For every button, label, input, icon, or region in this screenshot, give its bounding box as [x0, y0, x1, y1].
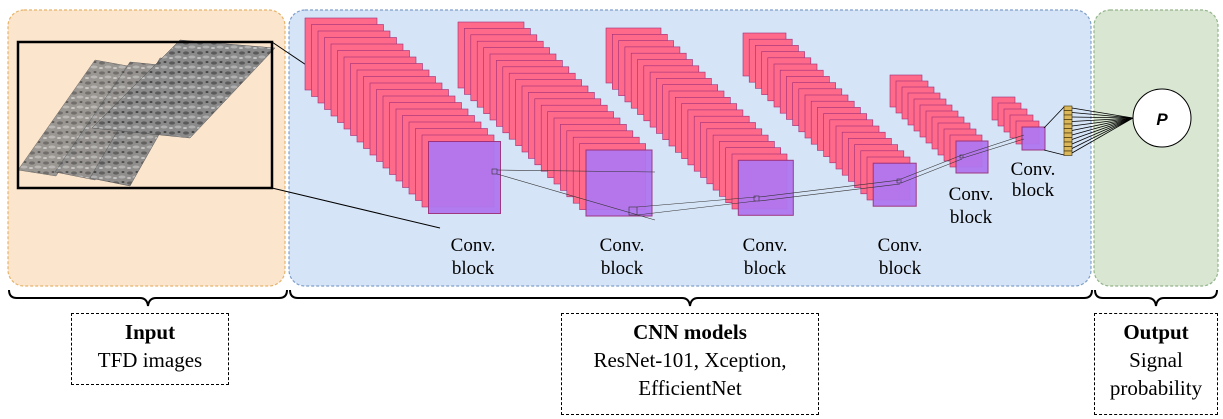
feature-map-front	[955, 140, 989, 174]
feature-map-stack	[991, 96, 1046, 151]
connection-line	[900, 158, 963, 184]
conv-block-label-line2: block	[744, 258, 787, 279]
connection-line	[962, 134, 1025, 156]
connection-line	[1043, 106, 1065, 129]
cnn-caption-title: CNN models	[633, 320, 747, 344]
output-bracket	[1094, 289, 1218, 307]
connection-line	[758, 183, 901, 202]
conv-block-label-line2: block	[879, 258, 922, 279]
output-connection	[1071, 117, 1134, 140]
output-connection	[1071, 107, 1134, 119]
receptive-field-square	[628, 206, 638, 216]
fc-unit	[1063, 114, 1073, 120]
fc-unit	[1063, 141, 1073, 147]
input-selection-box	[16, 40, 274, 190]
feature-map-stack	[457, 21, 653, 217]
output-node-label: P	[1156, 110, 1168, 129]
output-connections	[1071, 107, 1134, 154]
conv-block-label: Conv. block	[743, 235, 788, 279]
output-connection	[1071, 117, 1134, 136]
tfd-image-4	[91, 39, 276, 139]
input-bracket	[8, 289, 288, 307]
input-projection-line	[271, 187, 441, 229]
connection-lines	[491, 134, 1025, 221]
output-node	[1132, 88, 1192, 148]
output-connection	[1071, 112, 1134, 119]
connection-line	[900, 154, 963, 180]
feature-map-stack	[605, 27, 794, 216]
fc-unit	[1063, 128, 1073, 134]
conv-block-label-line1: Conv.	[451, 235, 496, 256]
input-caption-text: TFD images	[97, 348, 203, 372]
feature-map-stacks	[304, 17, 1046, 217]
feature-map-front	[428, 141, 501, 214]
section-brackets	[8, 289, 1218, 307]
cnn-bracket	[289, 289, 1093, 307]
input-caption: Input TFD images	[71, 313, 229, 385]
output-caption: Output Signal probability	[1094, 313, 1218, 415]
output-connection	[1071, 117, 1134, 154]
output-connection	[1071, 117, 1134, 127]
feature-map-stack	[889, 74, 989, 174]
feature-map-front	[737, 159, 794, 216]
conv-block-label: Conv. block	[878, 235, 923, 279]
conv-block-label: Conv. block	[1011, 159, 1056, 201]
connection-line	[636, 196, 757, 208]
connection-line	[636, 200, 757, 216]
conv-block-label-line1: Conv.	[949, 184, 994, 205]
conv-block-label-line2: block	[1012, 180, 1055, 201]
conv-block-label: Conv. block	[451, 235, 496, 279]
feature-map-front	[1021, 126, 1046, 151]
output-panel	[1093, 9, 1219, 287]
fc-unit	[1063, 119, 1073, 125]
output-caption-text: probability	[1109, 376, 1203, 400]
feature-map-stack	[742, 32, 917, 207]
input-caption-title: Input	[124, 320, 176, 344]
output-caption-title: Output	[1123, 320, 1189, 344]
receptive-field-square	[959, 154, 964, 159]
connection-line	[758, 179, 901, 198]
fc-unit	[1063, 105, 1073, 111]
conv-block-label: Conv. block	[600, 235, 645, 279]
output-connection	[1071, 117, 1134, 122]
conv-block-label-line1: Conv.	[878, 235, 923, 256]
conv-block-label-line2: block	[601, 258, 644, 279]
conv-block-label-line1: Conv.	[1011, 159, 1056, 180]
fc-unit	[1063, 150, 1073, 156]
conv-block-label-line1: Conv.	[743, 235, 788, 256]
feature-map-front	[585, 149, 653, 217]
cnn-caption-text: ResNet-101, Xception,	[593, 348, 787, 372]
connection-line	[496, 169, 656, 173]
conv-block-label-line2: block	[452, 258, 495, 279]
fully-connected-vector	[1063, 105, 1073, 156]
output-connection	[1071, 117, 1134, 149]
receptive-field-square	[896, 178, 902, 184]
fc-unit	[1063, 110, 1073, 116]
fc-unit	[1063, 132, 1073, 138]
connection-line	[496, 173, 656, 221]
fc-unit	[1063, 123, 1073, 129]
cnn-caption: CNN models ResNet-101, Xception, Efficie…	[561, 313, 819, 415]
cnn-caption-text: EfficientNet	[638, 376, 742, 400]
fc-unit	[1063, 146, 1073, 152]
receptive-field-square	[491, 168, 498, 175]
receptive-field-square	[753, 195, 760, 202]
output-connection	[1071, 117, 1134, 131]
fc-unit	[1063, 137, 1073, 143]
conv-block-label-line1: Conv.	[600, 235, 645, 256]
connection-line	[1043, 149, 1065, 156]
output-caption-text: Signal	[1129, 348, 1183, 372]
output-connection	[1071, 117, 1134, 145]
connection-line	[962, 138, 1025, 159]
output-connection	[1071, 116, 1134, 119]
feature-map-stack	[304, 17, 501, 214]
conv-block-label-line2: block	[950, 207, 993, 228]
tfd-image-stack	[17, 39, 276, 187]
conv-block-label: Conv. block	[949, 184, 994, 228]
